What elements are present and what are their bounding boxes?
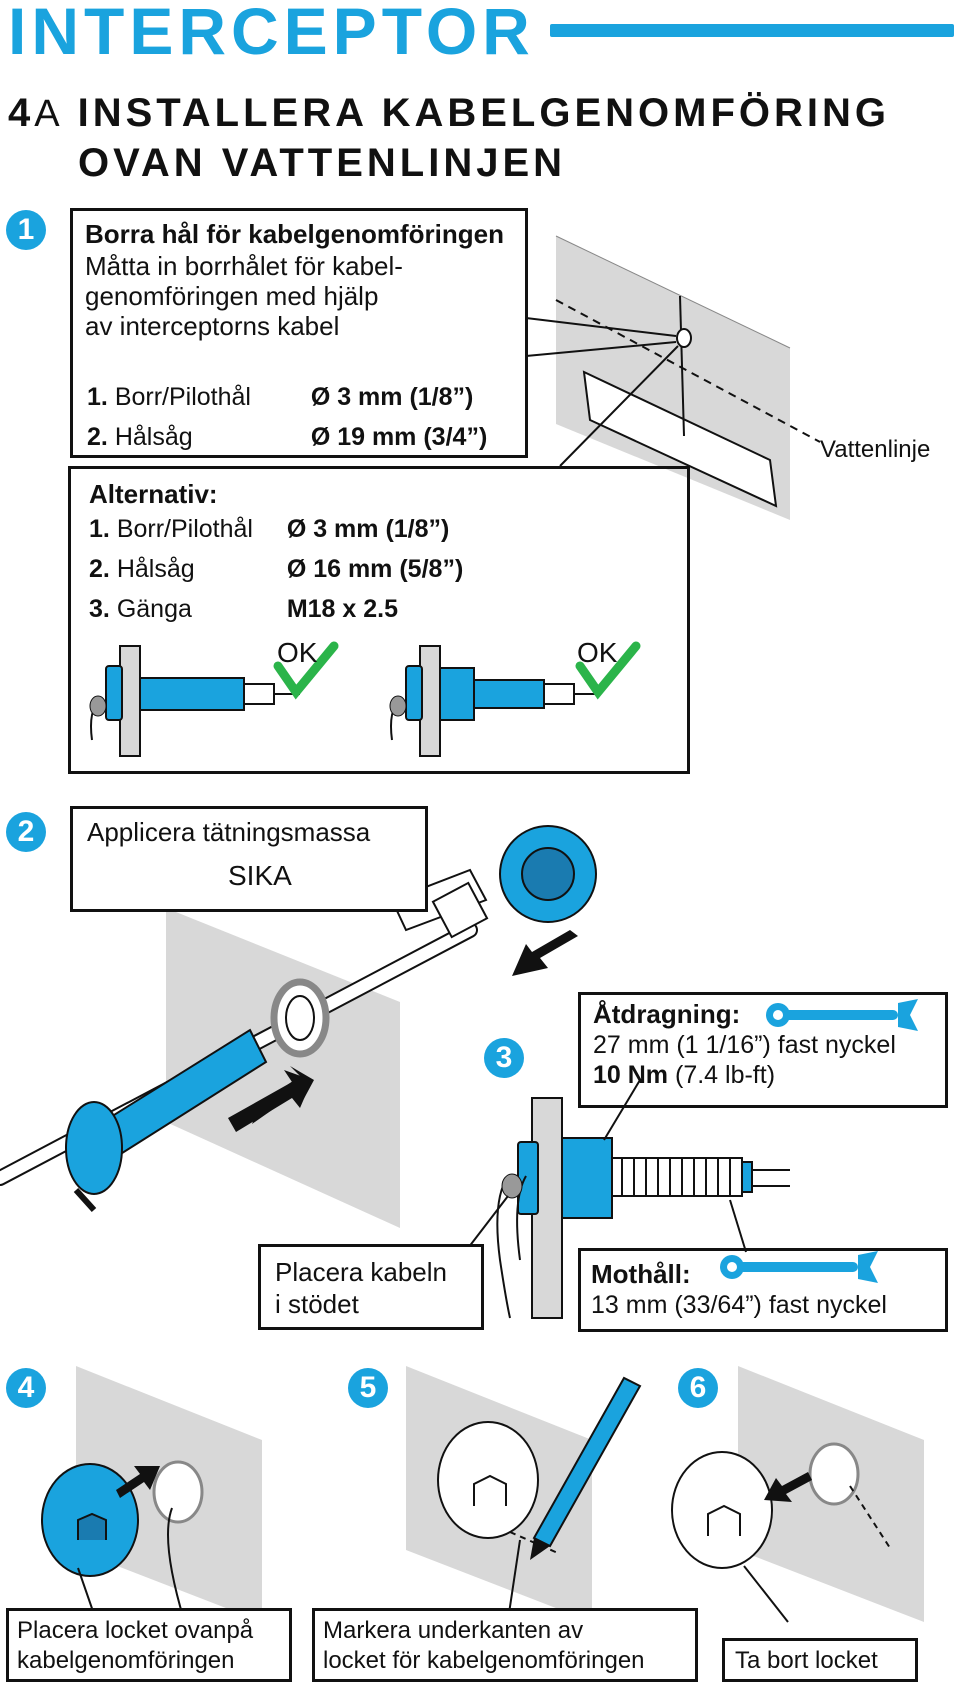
torque-heading: Åtdragning: xyxy=(593,999,741,1029)
cable-box: Placera kabeln i stödet xyxy=(258,1244,484,1330)
item-num: 3. xyxy=(89,595,110,623)
section-title-line1: INSTALLERA KABELGENOMFÖRING xyxy=(77,91,891,135)
hold-wrench-size: 13 mm (33/64”) fast nyckel xyxy=(591,1291,887,1319)
section-title-line2: OVAN VATTENLINJEN xyxy=(78,141,567,185)
item-value: Ø 16 mm (5/8”) xyxy=(286,555,464,583)
cable-line2: i stödet xyxy=(275,1289,359,1319)
item-value: Ø 19 mm (3/4”) xyxy=(310,423,488,451)
step5-box: Markera underkanten av locket för kabelg… xyxy=(312,1608,698,1682)
ok-label-2: OK xyxy=(577,637,618,668)
step5-illustration xyxy=(406,1366,642,1622)
torque-box: Åtdragning: 27 mm (1 1/16”) fast nyckel … xyxy=(578,992,948,1108)
step1-desc-line3: av interceptorns kabel xyxy=(85,311,340,341)
step-number-4: 4 xyxy=(6,1368,46,1408)
step1-desc-line2: genomföringen med hjälp xyxy=(85,281,379,311)
step-number-5: 5 xyxy=(348,1368,388,1408)
cable-line1: Placera kabeln xyxy=(275,1257,447,1287)
item-num: 2. xyxy=(89,555,110,583)
wrench-icon-2 xyxy=(720,1251,878,1283)
step4-line2: kabelgenomföringen xyxy=(17,1647,235,1674)
torque-wrench-size: 27 mm (1 1/16”) fast nyckel xyxy=(593,1031,896,1059)
item-num: 2. xyxy=(87,423,108,451)
item-label: Hålsåg xyxy=(116,555,195,583)
ok-label-1: OK xyxy=(277,637,318,668)
step1-item-2: 2. Hålsåg Ø 19 mm (3/4”) xyxy=(87,417,487,457)
step4-illustration xyxy=(41,1366,262,1622)
torque-unit: (7.4 lb-ft) xyxy=(675,1061,776,1089)
item-label: Gänga xyxy=(116,595,192,623)
item-value: Ø 3 mm (1/8”) xyxy=(310,383,474,411)
alt-item-2: 2. Hålsåg Ø 16 mm (5/8”) xyxy=(89,549,463,589)
step-number-1: 1 xyxy=(6,210,46,250)
step1-desc-line1: Måtta in borrhålet för kabel- xyxy=(85,251,403,281)
item-label: Hålsåg xyxy=(114,423,193,451)
hull-illustration-step1 xyxy=(525,235,821,520)
step-number-2: 2 xyxy=(6,812,46,852)
section-number: 4 xyxy=(8,91,35,135)
section-title: 4A INSTALLERA KABELGENOMFÖRING xyxy=(8,88,890,139)
torque-value: 10 Nm xyxy=(593,1061,669,1089)
alternative-box: Alternativ: 1. Borr/Pilothål Ø 3 mm (1/8”… xyxy=(68,466,690,774)
item-num: 1. xyxy=(87,383,108,411)
step6-box: Ta bort locket xyxy=(722,1638,918,1682)
step6-line1: Ta bort locket xyxy=(735,1647,878,1674)
step4-box: Placera locket ovanpå kabelgenomföringen xyxy=(6,1608,292,1682)
alt-item-3: 3. Gänga M18 x 2.5 xyxy=(89,589,398,629)
hold-heading: Mothåll: xyxy=(591,1259,691,1289)
alternative-heading: Alternativ: xyxy=(89,479,218,509)
step-number-3: 3 xyxy=(484,1038,524,1078)
step6-illustration xyxy=(671,1366,924,1623)
waterline-label: Vattenlinje xyxy=(820,436,931,463)
hold-box: Mothåll: 13 mm (33/64”) fast nyckel xyxy=(578,1248,948,1332)
item-label: Borr/Pilothål xyxy=(116,515,253,543)
brand-rule xyxy=(550,24,954,37)
step2-box: Applicera tätningsmassa xyxy=(70,806,428,912)
step2-illustration xyxy=(0,825,597,1228)
step-number-6: 6 xyxy=(678,1368,718,1408)
step2-heading: Applicera tätningsmassa xyxy=(87,817,371,847)
step4-line1: Placera locket ovanpå xyxy=(17,1617,254,1644)
step5-line2: locket för kabelgenomföringen xyxy=(323,1647,645,1674)
step1-item-1: 1. Borr/Pilothål Ø 3 mm (1/8”) xyxy=(87,377,473,417)
step1-box: Borra hål för kabelgenomföringen Måtta i… xyxy=(70,208,528,458)
item-num: 1. xyxy=(89,515,110,543)
sealant-tube-label: SIKA xyxy=(228,860,292,891)
section-letter: A xyxy=(34,93,60,135)
item-label: Borr/Pilothål xyxy=(114,383,251,411)
step5-line1: Markera underkanten av xyxy=(323,1617,584,1644)
brand-title: INTERCEPTOR xyxy=(8,0,535,68)
alt-illustration-2 xyxy=(389,641,641,757)
alt-illustration-1 xyxy=(89,641,339,757)
wrench-icon-1 xyxy=(766,999,918,1031)
alt-item-1: 1. Borr/Pilothål Ø 3 mm (1/8”) xyxy=(89,509,449,549)
torque-value-line: 10 Nm (7.4 lb-ft) xyxy=(593,1061,775,1090)
item-value: Ø 3 mm (1/8”) xyxy=(286,515,450,543)
item-value: M18 x 2.5 xyxy=(286,595,398,623)
step1-heading: Borra hål för kabelgenomföringen xyxy=(85,219,504,249)
